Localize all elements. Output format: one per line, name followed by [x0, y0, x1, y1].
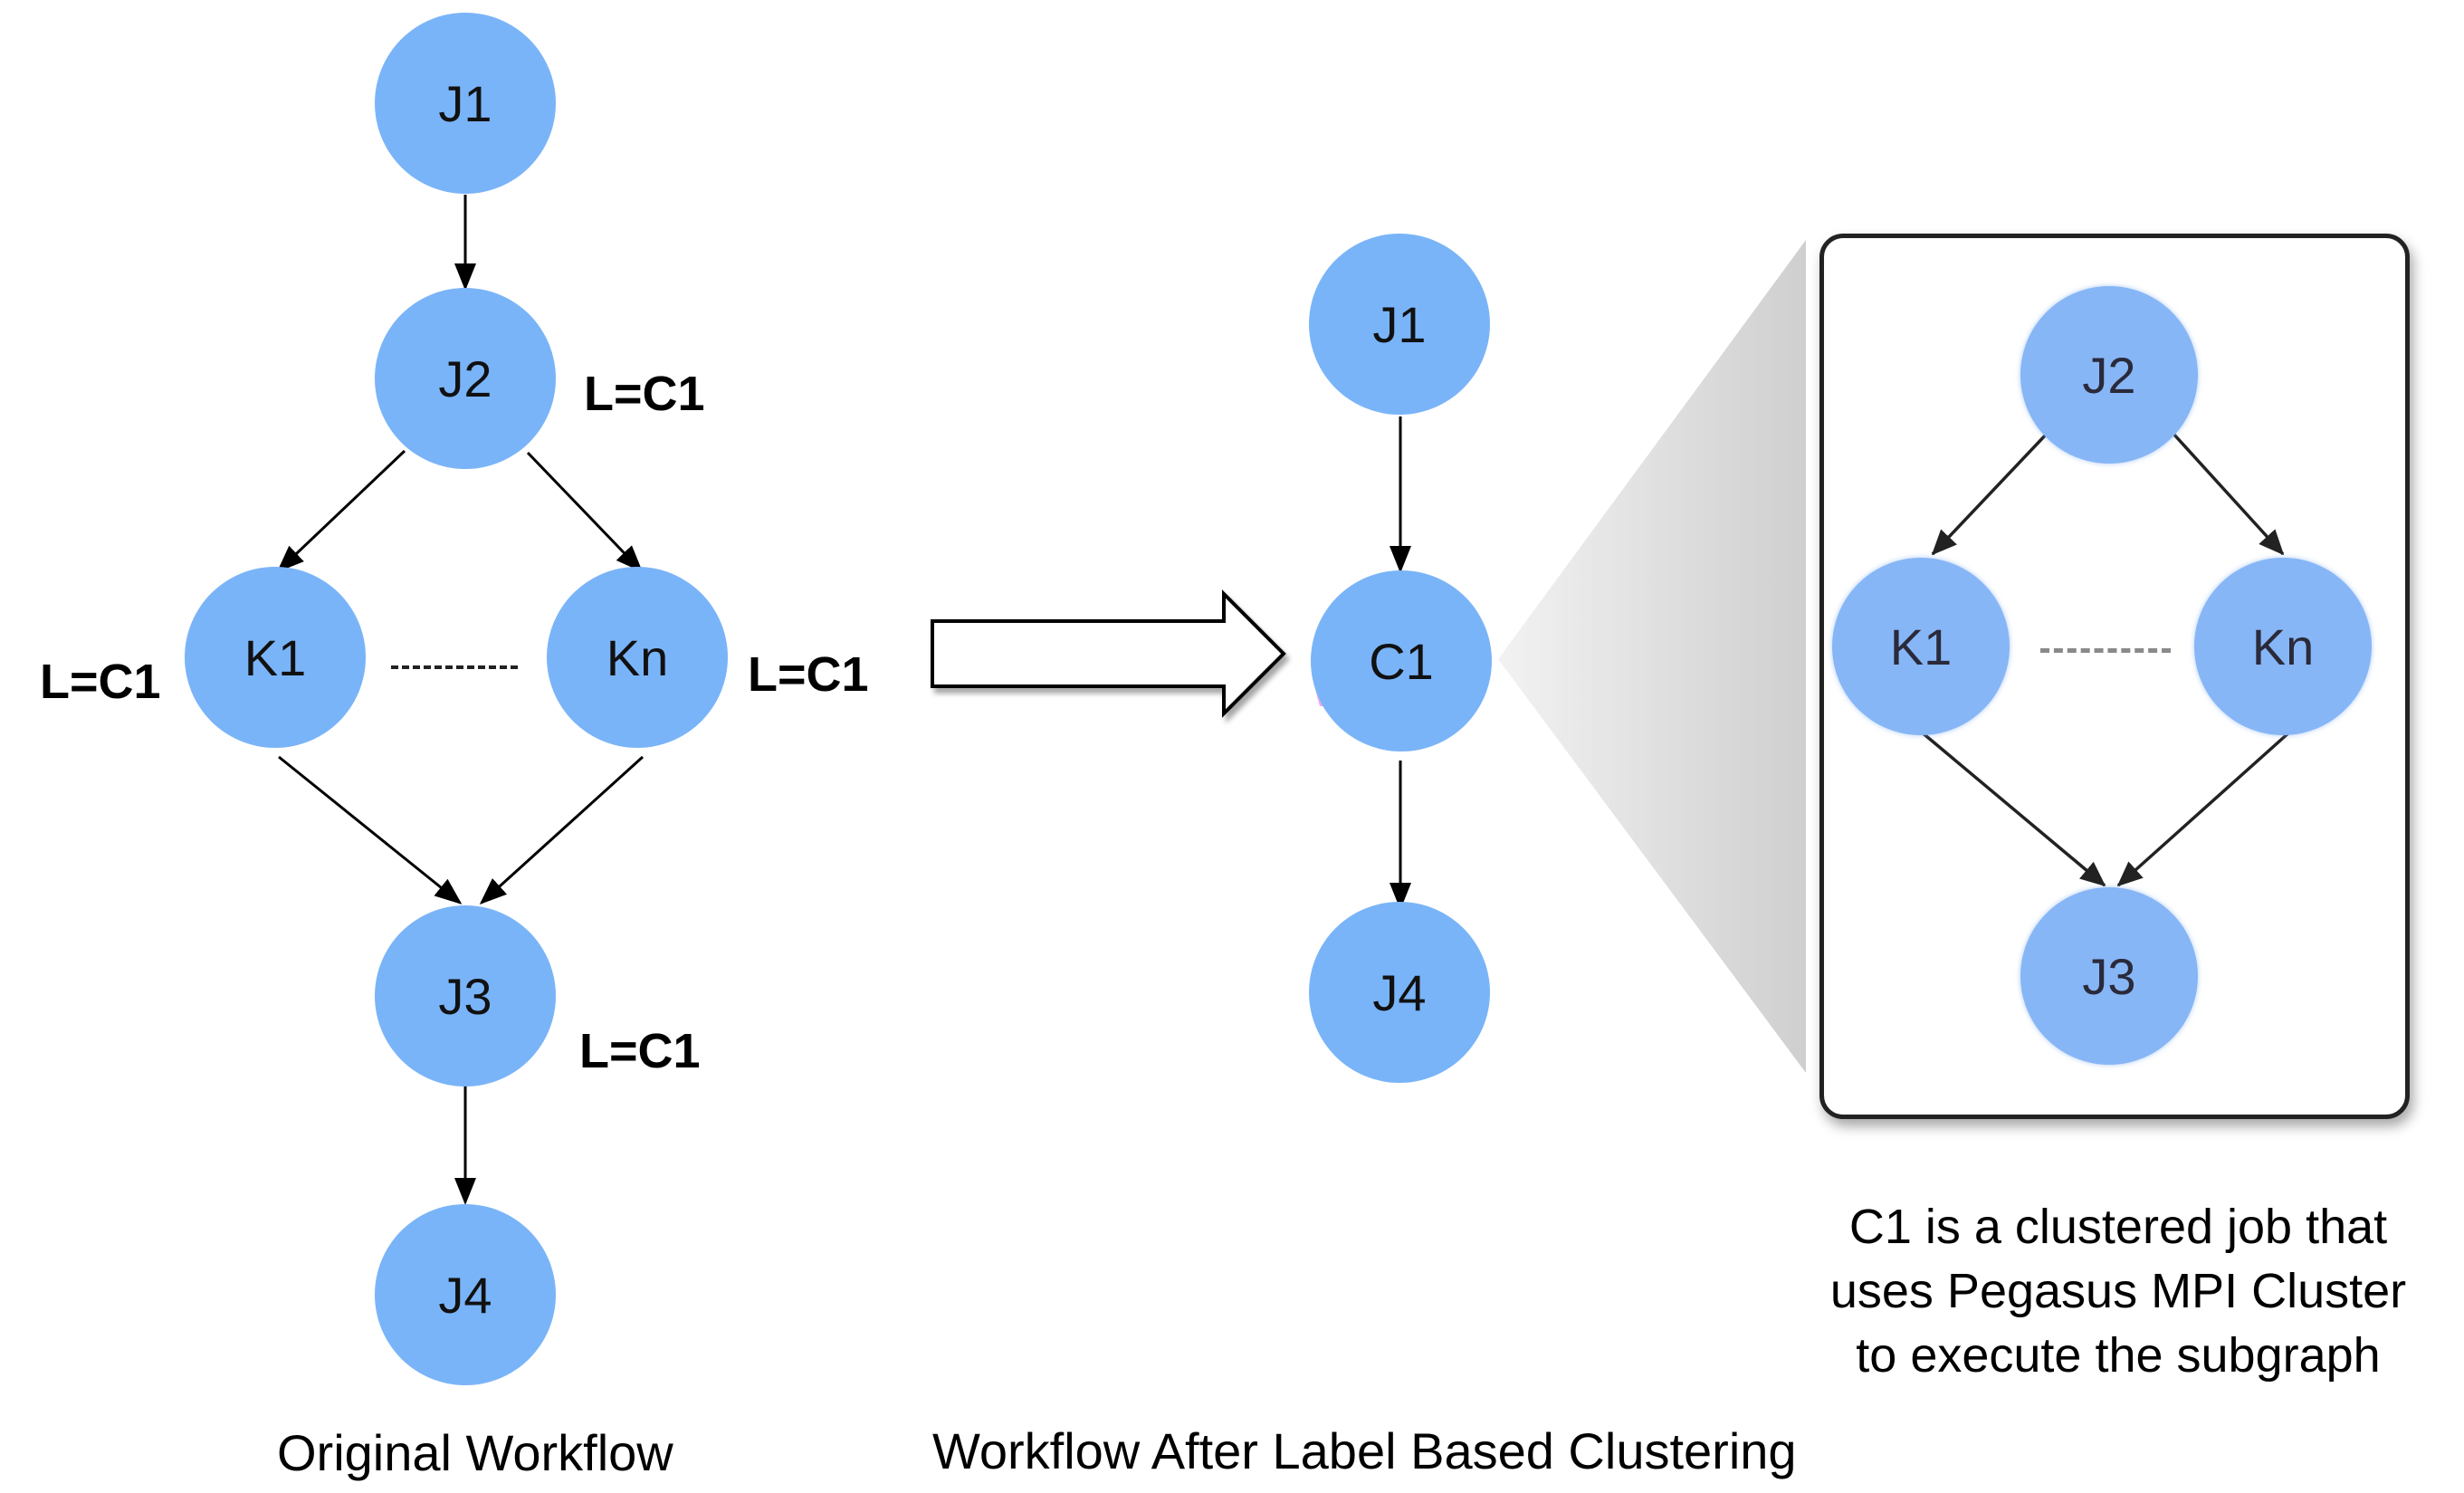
label-j3: L=C1 — [579, 1024, 701, 1078]
edge-j2-kn — [526, 451, 644, 573]
clustered-node-c1: C1 — [1311, 570, 1492, 751]
node-j4: J4 — [375, 1204, 556, 1385]
caption-clustered-workflow: Workflow After Label Based Clustering — [932, 1422, 1797, 1479]
edge-k1-j3 — [278, 755, 463, 904]
note-line-3: to execute the subgraph — [1856, 1328, 2381, 1383]
node-j1: J1 — [375, 13, 556, 194]
node-j2: J2 — [375, 288, 556, 469]
node-j3: J3 — [375, 905, 556, 1086]
inset-edge-k1-j3 — [1919, 730, 2106, 887]
node-k1: K1 — [185, 567, 366, 748]
edge-kn-j3 — [479, 755, 645, 905]
inset-edge-kn-j3 — [2116, 730, 2292, 887]
clustered-node-j1: J1 — [1309, 234, 1490, 415]
node-kn: Kn — [547, 567, 728, 748]
inset-node-j2: J2 — [2020, 286, 2198, 464]
label-j2: L=C1 — [584, 367, 705, 421]
clustered-job-note: C1 is a clustered job that uses Pegasus … — [1792, 1195, 2444, 1388]
note-line-1: C1 is a clustered job that — [1848, 1200, 2388, 1254]
label-kn: L=C1 — [748, 647, 869, 702]
transform-arrow — [931, 589, 1286, 718]
inset-edge-j2-k1 — [1931, 431, 2049, 556]
parallel-jobs-ellipsis — [391, 665, 518, 669]
inset-node-k1: K1 — [1832, 558, 2010, 735]
edge-j2-k1 — [276, 449, 406, 573]
inset-edge-j2-kn — [2171, 431, 2285, 556]
inset-parallel-ellipsis — [2040, 648, 2171, 653]
zoom-wedge — [1498, 240, 1806, 1073]
inset-node-kn: Kn — [2194, 558, 2372, 735]
label-k1: L=C1 — [40, 655, 161, 709]
inset-node-j3: J3 — [2020, 887, 2198, 1065]
caption-original-workflow: Original Workflow — [277, 1424, 673, 1481]
note-line-2: uses Pegasus MPI Cluster — [1829, 1264, 2407, 1318]
clustered-node-j4: J4 — [1309, 902, 1490, 1083]
